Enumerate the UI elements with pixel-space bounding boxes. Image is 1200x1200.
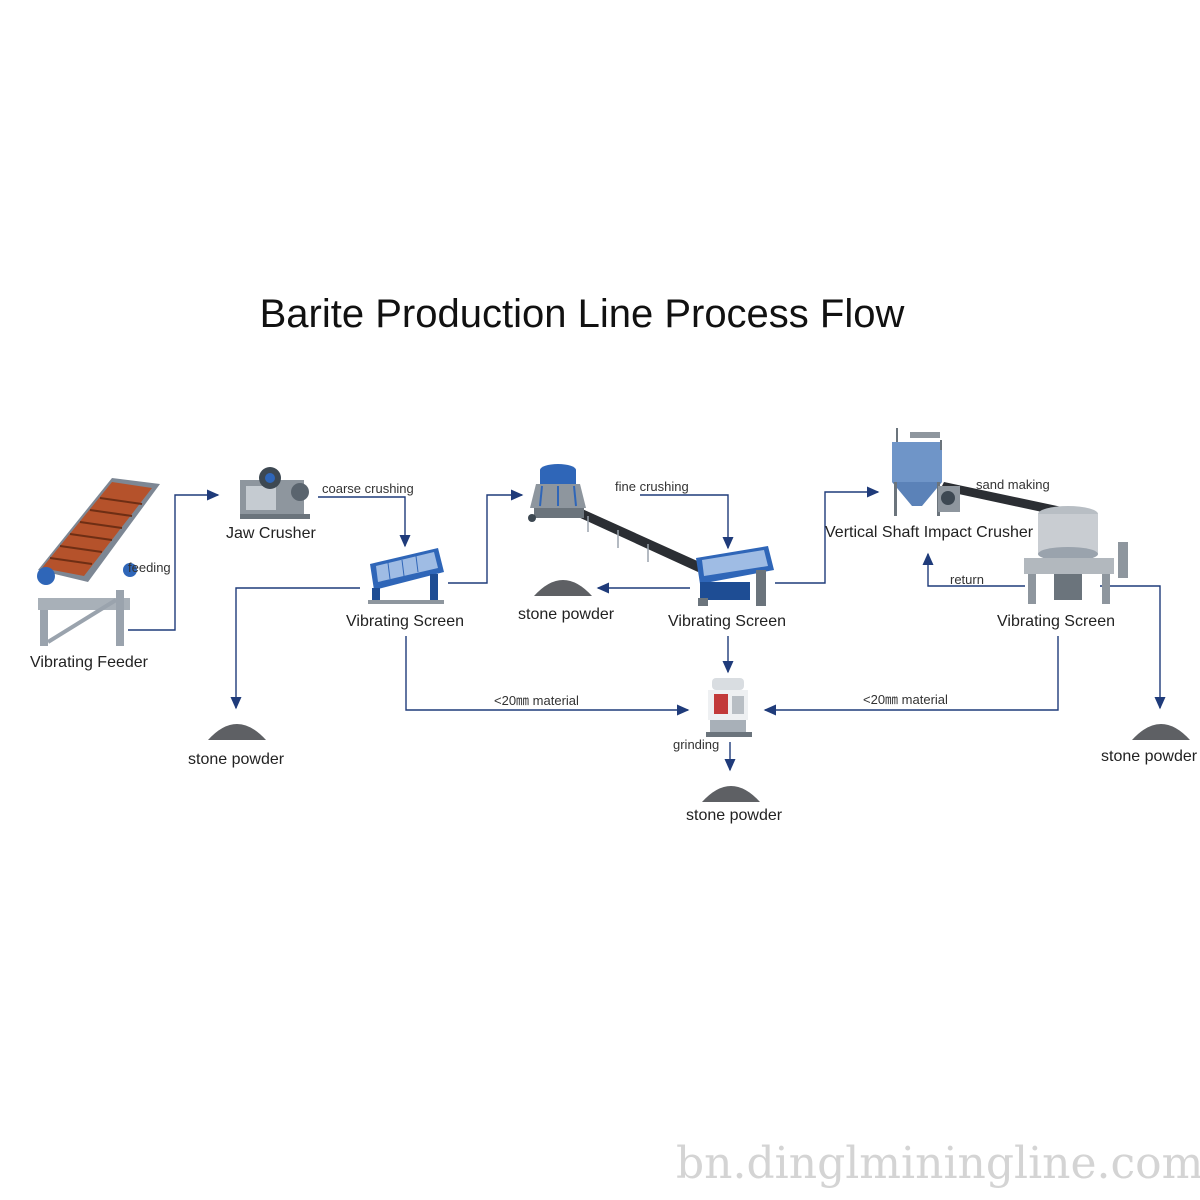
label-stone-powder-2: stone powder [518,606,615,623]
arrow-screen3-down-to-grinding [763,636,1059,716]
label-material-left: <20㎜ material [494,693,579,708]
arrow-cone-to-screen2 [640,494,734,550]
arrow-screen2-to-vsi [775,486,880,584]
label-fine-crushing: fine crushing [615,479,689,494]
label-jaw-crusher: Jaw Crusher [226,525,316,542]
diagram-title: Barite Production Line Process Flow [259,292,905,336]
stone-powder-pile-1 [208,724,266,740]
label-return: return [950,572,984,587]
label-stone-powder-1: stone powder [188,751,285,768]
arrow-screen3-to-powder [1100,585,1166,710]
cone-crusher-machine [528,464,704,572]
label-sand-making: sand making [976,477,1050,492]
arrow-screen1-to-cone [448,489,524,584]
stone-powder-pile-3 [702,786,760,802]
vibrating-screen-3-machine [1024,506,1128,604]
label-grinding: grinding [673,737,720,752]
stone-powder-pile-2 [534,580,592,596]
watermark: bn.dinglminingline.com [676,1138,1200,1189]
jaw-crusher-machine [240,467,310,519]
arrow-feeder-to-jaw [128,489,220,631]
label-vibrating-feeder: Vibrating Feeder [30,654,148,671]
label-coarse-crushing: coarse crushing [322,481,414,496]
grinding-mill-machine [706,678,752,737]
label-vibrating-screen-3: Vibrating Screen [997,613,1115,630]
label-vertical-shaft-impact-crusher: Vertical Shaft Impact Crusher [825,524,1034,541]
arrow-screen3-return [922,552,1025,587]
vibrating-feeder-machine [37,478,160,646]
arrow-screen1-to-powder [230,587,360,710]
vertical-shaft-impact-crusher-machine [892,428,1076,518]
vibrating-screen-1-machine [368,548,444,604]
label-stone-powder-4: stone powder [1101,748,1198,765]
arrow-jaw-to-screen1 [318,496,411,548]
label-feeding: feeding [128,560,171,575]
label-material-right: <20㎜ material [863,692,948,707]
arrow-screen1-down-to-grinding [405,636,690,716]
label-vibrating-screen-1: Vibrating Screen [346,613,464,630]
label-stone-powder-3: stone powder [686,807,783,824]
label-vibrating-screen-2: Vibrating Screen [668,613,786,630]
stone-powder-pile-4 [1132,724,1190,740]
vibrating-screen-2-machine [696,546,774,606]
